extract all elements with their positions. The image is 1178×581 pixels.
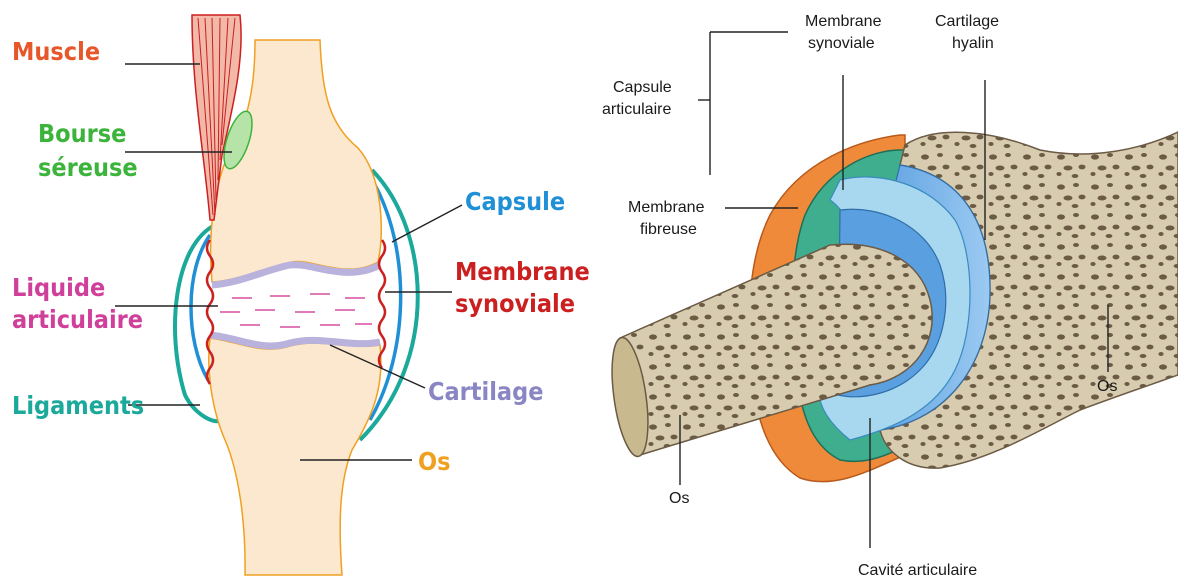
label-capsule-articulaire-2: articulaire — [602, 101, 671, 118]
label-cavite-articulaire: Cavité articulaire — [858, 562, 977, 579]
label-liquide-2: articulaire — [12, 305, 143, 334]
label-os-right: Os — [1097, 378, 1117, 395]
label-membrane-synoviale-2: synoviale — [808, 35, 875, 52]
label-bourse-1: Bourse — [38, 119, 126, 148]
label-os-left: Os — [418, 447, 451, 476]
label-liquide-1: Liquide — [12, 273, 105, 302]
label-muscle: Muscle — [12, 37, 100, 66]
label-bourse-2: séreuse — [38, 153, 138, 182]
right-joint-figure: Membrane synoviale Cartilage hyalin Caps… — [602, 13, 1178, 579]
label-cartilage: Cartilage — [428, 377, 543, 406]
label-membrane-synoviale-1: Membrane — [805, 13, 882, 30]
label-capsule: Capsule — [465, 187, 565, 216]
label-cartilage-hyalin-1: Cartilage — [935, 13, 999, 30]
synovial-fluid — [220, 294, 372, 327]
label-cartilage-hyalin-2: hyalin — [952, 35, 994, 52]
left-joint-figure: Muscle Bourse séreuse Capsule Membrane s… — [12, 15, 590, 575]
label-membrane-2: synoviale — [455, 289, 575, 318]
lower-bone — [209, 338, 381, 575]
label-os-bottom: Os — [669, 490, 689, 507]
label-capsule-articulaire-1: Capsule — [613, 79, 672, 96]
label-membrane-1: Membrane — [455, 257, 590, 286]
label-ligaments: Ligaments — [12, 391, 144, 420]
label-membrane-fibreuse-1: Membrane — [628, 199, 705, 216]
label-membrane-fibreuse-2: fibreuse — [640, 221, 697, 238]
